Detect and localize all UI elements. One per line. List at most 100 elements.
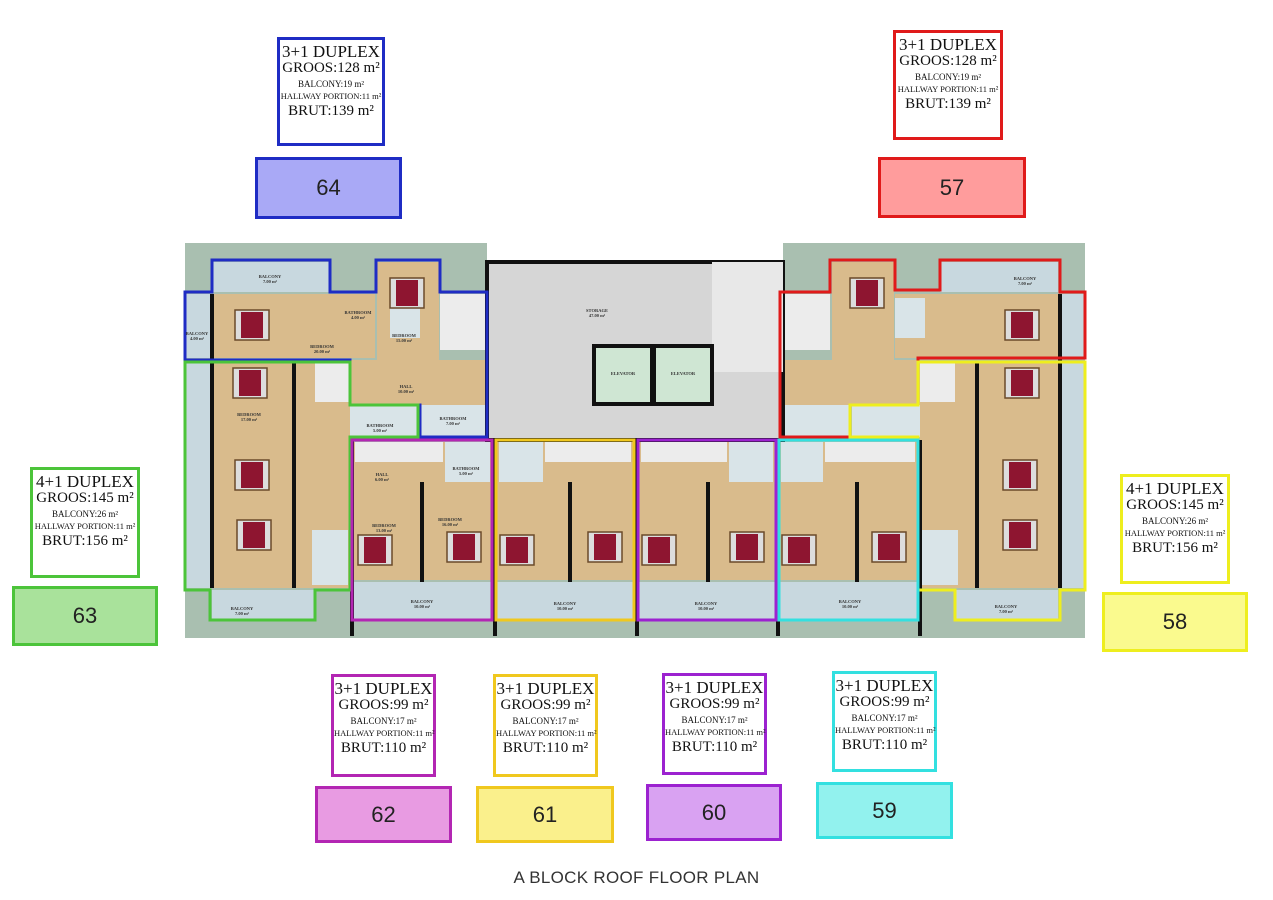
room-name: BALCONY (231, 606, 254, 611)
room-name: BATHROOM (440, 416, 468, 421)
unit-outline-58[interactable] (848, 360, 1087, 622)
unit-hallway: HALLWAY PORTION:11 m² (334, 728, 435, 739)
unit-type: 4+1 DUPLEX (1126, 479, 1224, 498)
room (312, 530, 348, 585)
unit-balcony: BALCONY:19 m² (914, 71, 982, 82)
room-area: 17.00 m² (241, 417, 258, 422)
unit-brut: BRUT:110 m² (502, 739, 589, 756)
bed-icon (234, 459, 270, 491)
rooms-layer (186, 262, 1084, 636)
unit-outline-60[interactable] (636, 438, 778, 622)
unit-brut: BRUT:156 m² (1132, 539, 1218, 556)
room (350, 360, 485, 405)
room-name: BEDROOM (438, 517, 463, 522)
unit-number-61[interactable]: 61 (476, 786, 614, 843)
room-name: ELEVATOR (671, 371, 696, 376)
wall (568, 482, 572, 582)
bed-icon (729, 531, 765, 563)
unit-outline-62[interactable] (350, 438, 494, 622)
wall (210, 294, 214, 588)
bed-icon (446, 531, 482, 563)
unit-type: 3+1 DUPLEX (282, 42, 380, 61)
room-area: 4.00 m² (351, 315, 366, 320)
room (445, 442, 490, 482)
room (940, 262, 1058, 292)
room-name: BALCONY (554, 601, 577, 606)
room-area: 20.00 m² (314, 349, 331, 354)
room (920, 362, 955, 402)
bed-icon (499, 534, 535, 566)
wall (420, 482, 424, 582)
unit-type: 3+1 DUPLEX (899, 35, 997, 54)
room-name: ELEVATOR (611, 371, 636, 376)
bed-icon (236, 519, 272, 551)
room (420, 405, 485, 437)
room-label: ELEVATOR (611, 371, 636, 376)
unit-number-63[interactable]: 63 (12, 586, 158, 646)
unit-number-62[interactable]: 62 (315, 786, 452, 843)
unit-balcony: BALCONY:17 m² (681, 714, 748, 725)
unit-number-60[interactable]: 60 (646, 784, 782, 841)
room-area: 5.00 m² (373, 428, 388, 433)
unit-outline-63[interactable] (183, 360, 420, 622)
room (545, 442, 631, 462)
room (186, 294, 210, 358)
room-name: BATHROOM (345, 310, 373, 315)
unit-number-59[interactable]: 59 (816, 782, 953, 839)
bed-icon (641, 534, 677, 566)
unit-number-64[interactable]: 64 (255, 157, 402, 219)
room (440, 294, 485, 350)
unit-type: 3+1 DUPLEX (496, 679, 595, 698)
room (1060, 362, 1084, 588)
unit-balcony: BALCONY:17 m² (350, 715, 417, 726)
room-area: 6.00 m² (375, 477, 390, 482)
room-name: BEDROOM (372, 523, 397, 528)
room-area: 7.00 m² (235, 611, 250, 616)
bed-icon (1004, 309, 1040, 341)
bed-icon (781, 534, 817, 566)
wall (706, 482, 710, 582)
unit-balcony: BALCONY:19 m² (297, 78, 365, 89)
room-name: BEDROOM (310, 344, 335, 349)
unit-groos: GROOS:145 m² (1126, 496, 1224, 513)
bed-icon (587, 531, 623, 563)
unit-balcony: BALCONY:17 m² (512, 715, 579, 726)
unit-type: 3+1 DUPLEX (665, 678, 764, 697)
unit-outline-61[interactable] (494, 438, 636, 622)
unit-groos: GROOS:99 m² (338, 696, 429, 713)
room-name: HALL (400, 384, 413, 389)
unit-outline-64[interactable] (183, 258, 489, 439)
room (781, 442, 823, 482)
room (497, 582, 633, 620)
staircase (712, 262, 783, 372)
elevator-2 (652, 344, 714, 406)
room-name: BEDROOM (392, 333, 417, 338)
unit-groos: GROOS:99 m² (500, 696, 591, 713)
unit-number-58[interactable]: 58 (1102, 592, 1248, 652)
bed-icon (232, 367, 268, 399)
room (895, 298, 925, 338)
unit-hallway: HALLWAY PORTION:11 m² (665, 727, 766, 738)
unit-groos: GROOS:128 m² (282, 59, 380, 76)
room-name: BATHROOM (367, 423, 395, 428)
unit-number-57[interactable]: 57 (878, 157, 1026, 218)
unit-outline-59[interactable] (777, 438, 920, 622)
bed-icon (1002, 519, 1038, 551)
